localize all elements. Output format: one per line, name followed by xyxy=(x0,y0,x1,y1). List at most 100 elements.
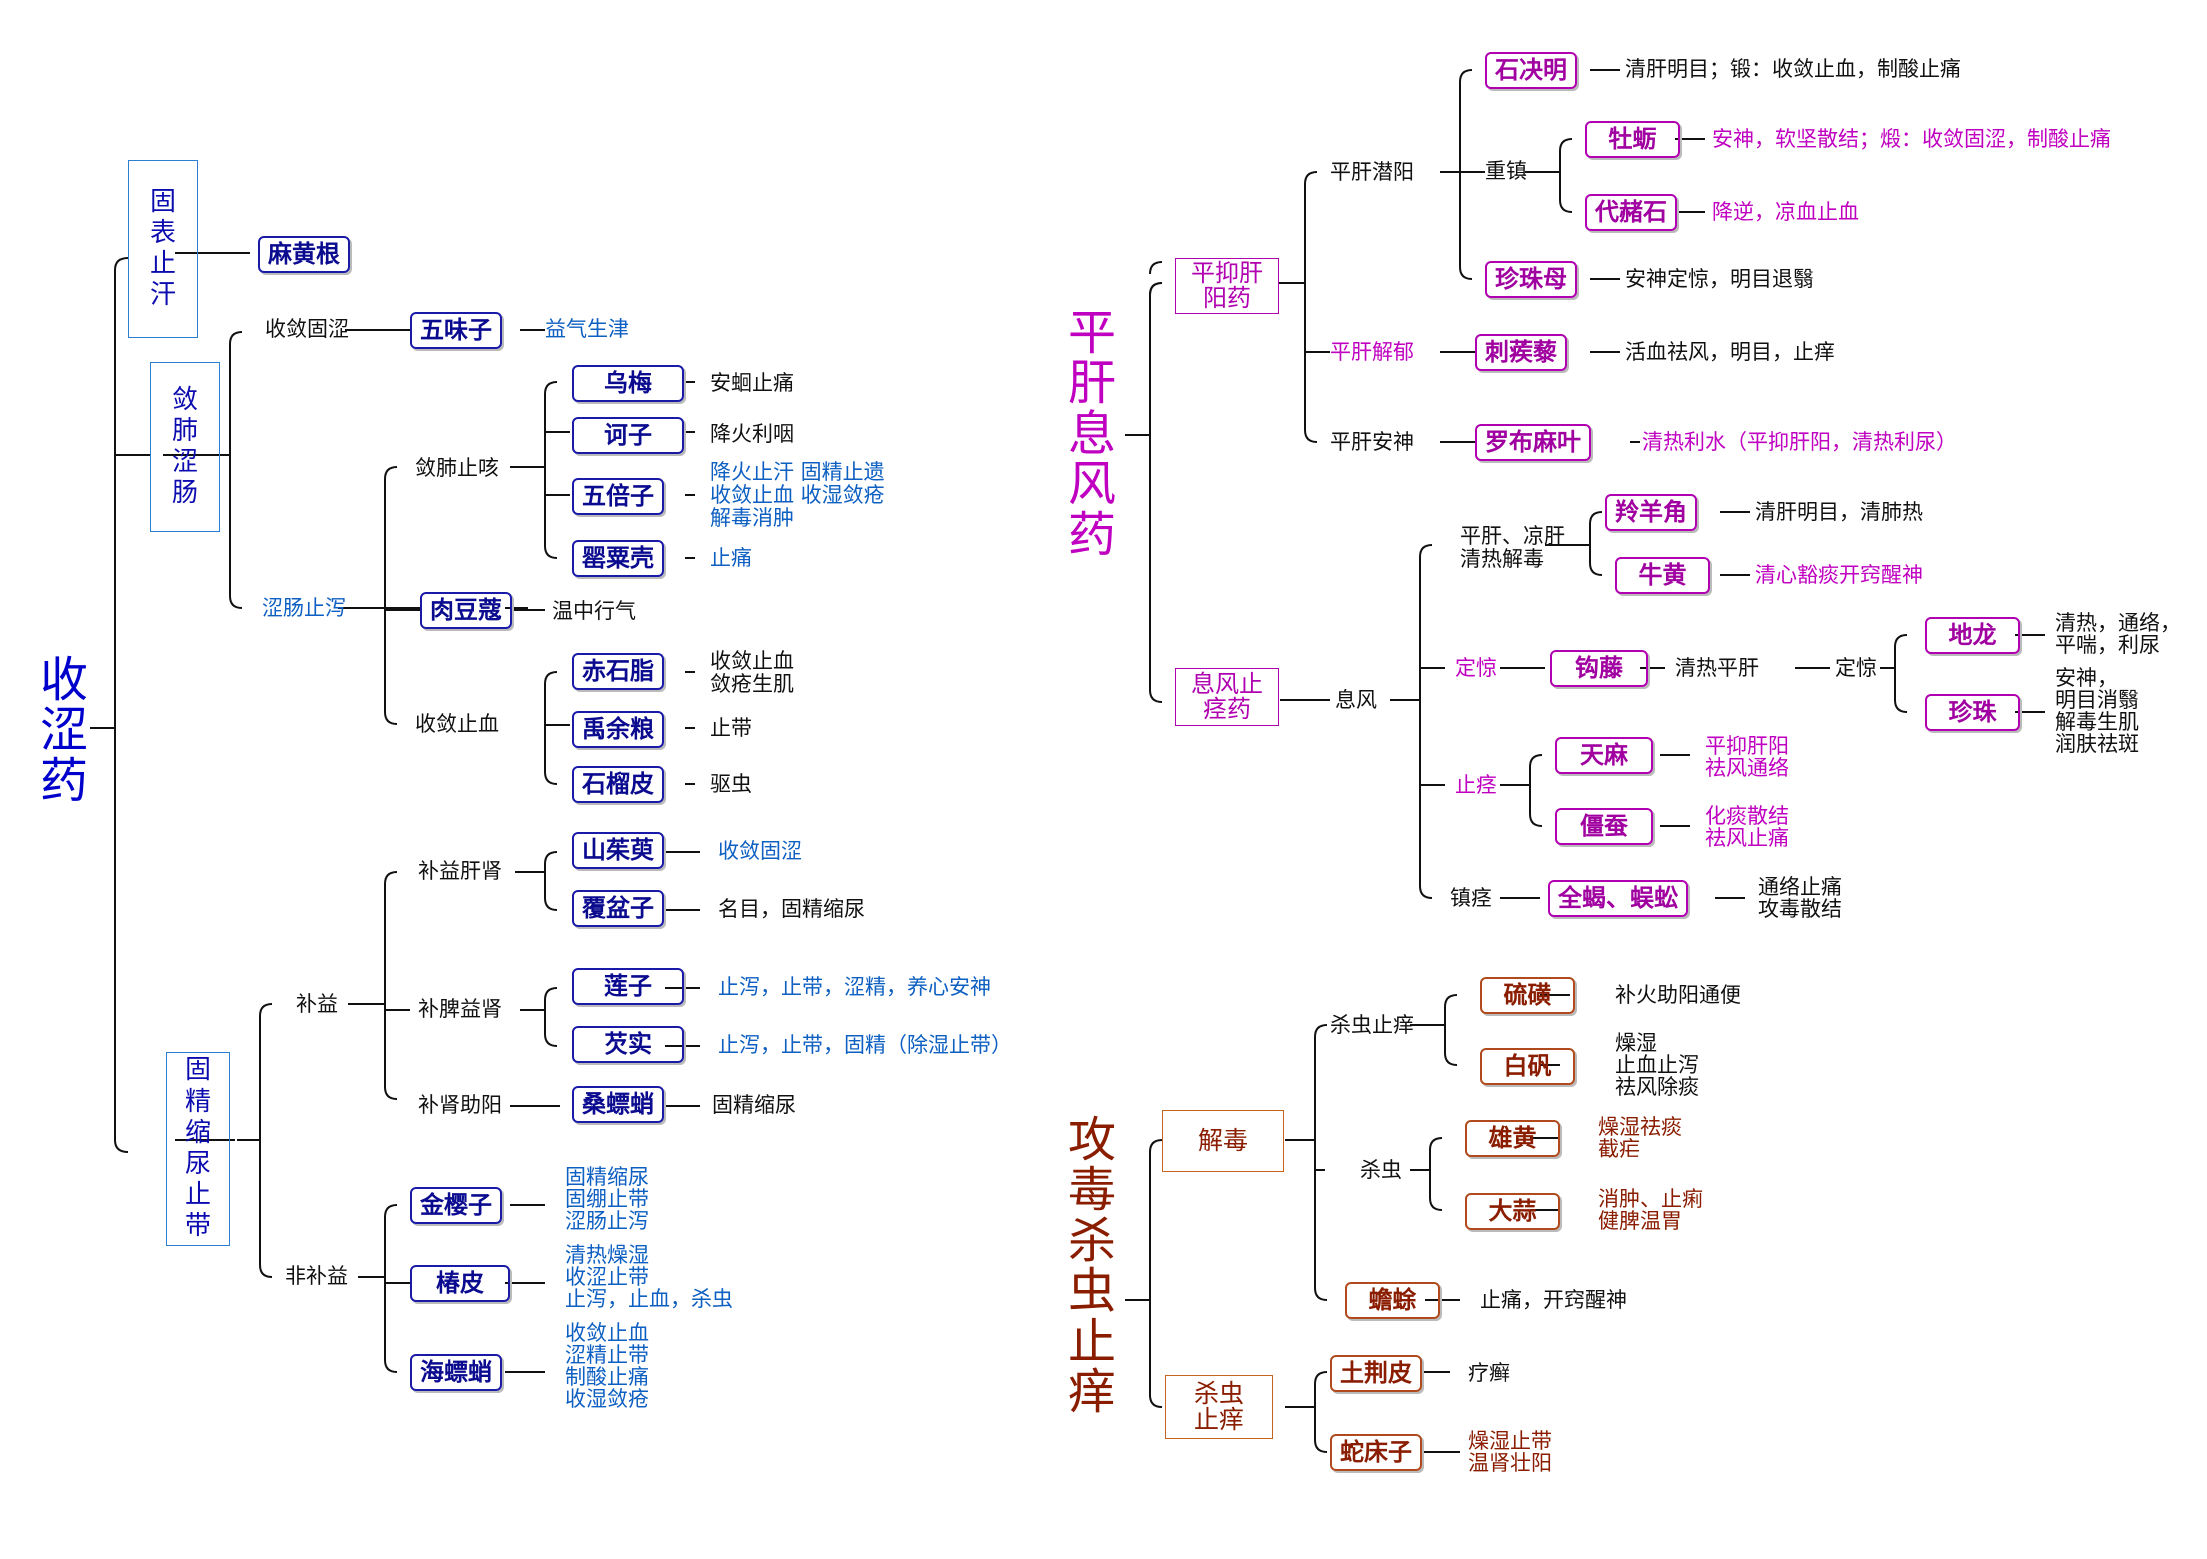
category-xifeng-zhijing: 息风止痉药 xyxy=(1175,668,1279,726)
desc-dilong-2: 平喘，利尿 xyxy=(2055,633,2160,657)
desc-qianshi: 止泻，止带，固精（除湿止带） xyxy=(718,1033,1012,1057)
sub-buyi-ganshen: 补益肝肾 xyxy=(418,859,502,883)
herb-roudoukou: 肉豆蔻 xyxy=(420,592,512,629)
desc-daizheshi: 降逆，凉血止血 xyxy=(1712,200,1859,224)
herb-baifan: 白矾 xyxy=(1480,1048,1575,1085)
sub-pinggan-anshen: 平肝安神 xyxy=(1330,430,1414,454)
sub-sechang-zhixie: 涩肠止泻 xyxy=(262,596,346,620)
sub-zhijing: 止痉 xyxy=(1455,773,1497,797)
herb-shechuangzi: 蛇床子 xyxy=(1330,1434,1422,1471)
desc-chishizhi-1: 收敛止血 xyxy=(710,649,794,673)
desc-jinyingzi-3: 涩肠止泻 xyxy=(565,1209,649,1233)
category-shachong-zhiyang: 杀虫止痒 xyxy=(1165,1375,1273,1439)
category-surface: 固表止汗 xyxy=(128,160,198,338)
herb-shanzhuyu: 山茱萸 xyxy=(572,832,664,869)
herb-lingyangjiao: 羚羊角 xyxy=(1605,494,1697,531)
herb-shiliupi: 石榴皮 xyxy=(572,766,664,803)
herb-cijili: 刺蒺藜 xyxy=(1475,334,1567,371)
sub-bushen-zhuyang: 补肾助阳 xyxy=(418,1093,502,1117)
astringent-title: 收涩药 xyxy=(39,652,88,809)
category-jiedu: 解毒 xyxy=(1162,1110,1284,1172)
desc-haipiaoxiao-3: 制酸止痛 xyxy=(565,1365,649,1389)
sub-shoulian-zhixue: 收敛止血 xyxy=(415,712,499,736)
desc-lianzi: 止泻，止带，涩精，养心安神 xyxy=(718,975,991,999)
desc-chishizhi-2: 敛疮生肌 xyxy=(710,672,794,696)
herb-dilong: 地龙 xyxy=(1925,617,2020,654)
desc-shechuangzi-2: 温肾壮阳 xyxy=(1468,1451,1552,1475)
desc-tianma-2: 祛风通络 xyxy=(1705,756,1789,780)
herb-dasuan: 大蒜 xyxy=(1465,1193,1560,1230)
sub-pinggan-jieyu: 平肝解郁 xyxy=(1330,340,1414,364)
desc-yuyuliang: 止带 xyxy=(710,716,752,740)
desc-wubeizi-2: 收敛止血 收湿敛疮 xyxy=(710,483,885,507)
desc-baifan-1: 燥湿 xyxy=(1615,1031,1657,1055)
desc-fupenzi: 名目，固精缩尿 xyxy=(718,897,865,921)
toxin-title: 攻毒杀虫止痒 xyxy=(1067,1112,1116,1420)
desc-roudoukou: 温中行气 xyxy=(552,599,636,623)
sub-pinggan-lianggan: 平肝、凉肝 xyxy=(1460,524,1565,548)
herb-yuyuliang: 禹余粮 xyxy=(572,711,664,748)
herb-lianzi: 莲子 xyxy=(572,968,684,1005)
herb-daizheshi: 代赭石 xyxy=(1585,194,1677,231)
desc-dilong-1: 清热，通络， xyxy=(2055,611,2181,635)
desc-xionghuang-1: 燥湿祛痰 xyxy=(1598,1115,1682,1139)
herb-mahuanggen: 麻黄根 xyxy=(258,236,350,273)
herb-chanchu: 蟾蜍 xyxy=(1345,1282,1440,1319)
desc-jiangcan-2: 祛风止痛 xyxy=(1705,826,1789,850)
desc-sangpiaoxiao: 固精缩尿 xyxy=(712,1093,796,1117)
desc-jinyingzi-2: 固绷止带 xyxy=(565,1187,649,1211)
desc-dasuan-2: 健脾温胃 xyxy=(1598,1209,1682,1233)
desc-lingyangjiao: 清肝明目，清肺热 xyxy=(1755,500,1923,524)
category-lung-intestine: 敛肺涩肠 xyxy=(150,362,220,532)
desc-zhenzhu-4: 润肤祛斑 xyxy=(2055,732,2139,756)
desc-jiangcan-1: 化痰散结 xyxy=(1705,804,1789,828)
herb-xionghuang: 雄黄 xyxy=(1465,1120,1560,1157)
desc-chunpi-3: 止泻，止血，杀虫 xyxy=(565,1287,733,1311)
herb-wubeizi: 五倍子 xyxy=(572,478,664,515)
sub-xifeng: 息风 xyxy=(1335,688,1377,712)
desc-yingsuqiao: 止痛 xyxy=(710,546,752,570)
desc-chunpi-1: 清热燥湿 xyxy=(565,1243,649,1267)
sub-qingre-jiedu: 清热解毒 xyxy=(1460,547,1544,571)
desc-shechuangzi-1: 燥湿止带 xyxy=(1468,1429,1552,1453)
desc-baifan-2: 止血止泻 xyxy=(1615,1053,1699,1077)
desc-haipiaoxiao-2: 涩精止带 xyxy=(565,1343,649,1367)
desc-luobumaye: 清热利水（平抑肝阳，清热利尿） xyxy=(1642,430,1957,454)
herb-luobumaye: 罗布麻叶 xyxy=(1475,424,1591,461)
herb-zhenzhu: 珍珠 xyxy=(1925,694,2020,731)
herb-wumei: 乌梅 xyxy=(572,365,684,402)
desc-wumei: 安蛔止痛 xyxy=(710,371,794,395)
herb-tujingpi: 土荆皮 xyxy=(1330,1355,1422,1392)
desc-chanchu: 止痛，开窍醒神 xyxy=(1480,1288,1627,1312)
desc-zhenzhu-1: 安神， xyxy=(2055,666,2118,690)
desc-gouteng: 清热平肝 xyxy=(1675,656,1759,680)
herb-shijueming: 石决明 xyxy=(1485,52,1577,89)
herb-gouteng: 钩藤 xyxy=(1550,650,1648,687)
herb-zhenzhumu: 珍珠母 xyxy=(1485,261,1577,298)
desc-haipiaoxiao-4: 收湿敛疮 xyxy=(565,1387,649,1411)
sub-dingjing-2: 定惊 xyxy=(1835,656,1877,680)
desc-tujingpi: 疗癣 xyxy=(1468,1361,1510,1385)
sub-shachong-zhiyang: 杀虫止痒 xyxy=(1330,1013,1414,1037)
category-gujing-suoniao: 固精缩尿止带 xyxy=(166,1052,230,1246)
desc-niuhuang: 清心豁痰开窍醒神 xyxy=(1755,563,1923,587)
sub-feibuyi: 非补益 xyxy=(285,1264,348,1288)
sub-shachong: 杀虫 xyxy=(1360,1158,1402,1182)
desc-wubeizi-1: 降火止汗 固精止遗 xyxy=(710,460,885,484)
desc-shanzhuyu: 收敛固涩 xyxy=(718,839,802,863)
desc-tianma-1: 平抑肝阳 xyxy=(1705,734,1789,758)
category-pingyi-ganyang: 平抑肝阳药 xyxy=(1175,258,1279,314)
herb-tianma: 天麻 xyxy=(1555,737,1653,774)
desc-xionghuang-2: 截疟 xyxy=(1598,1137,1640,1161)
desc-muli: 安神，软坚散结；煅：收敛固涩，制酸止痛 xyxy=(1712,127,2111,151)
herb-sangpiaoxiao: 桑螵蛸 xyxy=(572,1086,664,1123)
desc-dasuan-1: 消肿、止痢 xyxy=(1598,1187,1703,1211)
desc-shiliupi: 驱虫 xyxy=(710,772,752,796)
desc-hezi: 降火利咽 xyxy=(710,422,794,446)
sub-zhenjing: 镇痉 xyxy=(1450,886,1492,910)
desc-haipiaoxiao-1: 收敛止血 xyxy=(565,1321,649,1345)
herb-jinyingzi: 金樱子 xyxy=(410,1187,502,1224)
sub-dingjing: 定惊 xyxy=(1455,656,1497,680)
